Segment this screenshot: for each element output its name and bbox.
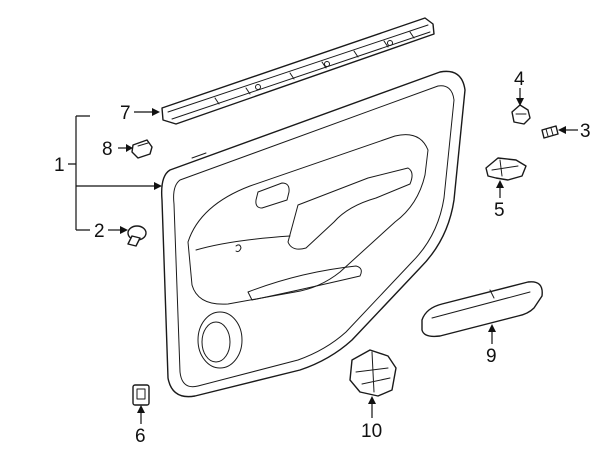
callout-8: 8 bbox=[102, 139, 113, 160]
callout-4: 4 bbox=[514, 69, 525, 90]
trim-clip-icon bbox=[127, 225, 147, 247]
callout-7: 7 bbox=[120, 103, 131, 124]
pull-handle-icon bbox=[421, 281, 543, 338]
callout-5: 5 bbox=[494, 200, 505, 221]
belt-weatherstrip-icon bbox=[161, 17, 435, 125]
window-switch-icon bbox=[349, 349, 397, 397]
callout-1: 1 bbox=[54, 155, 65, 176]
screw-icon bbox=[541, 125, 559, 139]
switch-bezel-icon bbox=[132, 384, 150, 406]
callout-2: 2 bbox=[94, 221, 105, 242]
door-trim-panel-icon bbox=[160, 70, 466, 398]
leader-lines bbox=[68, 88, 578, 424]
fastener-clip-icon bbox=[131, 139, 153, 159]
callout-10: 10 bbox=[361, 421, 382, 442]
callout-9: 9 bbox=[486, 346, 497, 367]
callout-6: 6 bbox=[135, 426, 146, 447]
retainer-clip-icon bbox=[511, 104, 531, 125]
callout-3: 3 bbox=[580, 121, 591, 142]
handle-bracket-icon bbox=[485, 157, 527, 181]
